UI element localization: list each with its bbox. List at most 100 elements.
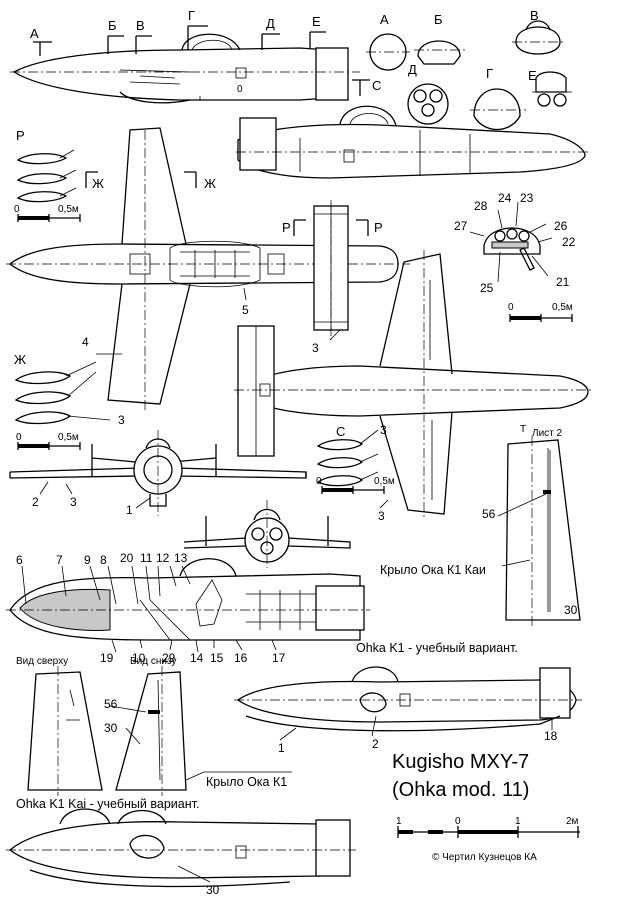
c11: 11 <box>140 551 153 565</box>
sec-s-top: С <box>372 78 381 93</box>
main-scale: 1 0 1 2м © Чертил Кузнецов КА <box>396 816 580 863</box>
c9: 9 <box>84 553 91 567</box>
c22: 22 <box>562 235 576 249</box>
c14: 14 <box>190 651 204 665</box>
scale-main-2: 2м <box>566 816 579 827</box>
c3-b: 3 <box>118 413 125 427</box>
c7: 7 <box>56 553 63 567</box>
side-view-top: 0 <box>10 33 360 104</box>
c4: 4 <box>82 335 89 349</box>
c1-b: 1 <box>126 503 133 517</box>
c30-b: 30 <box>104 721 118 735</box>
front-view-2 <box>183 500 351 568</box>
c2-a: 2 <box>372 737 379 751</box>
scale4-half: 0,5м <box>374 476 395 487</box>
wing-k1-kai: Т Лист 2 56 30 Крыло Ока К1 Каи <box>380 424 581 626</box>
k1-trainer-view: Ohka K1 - учебный вариант. 1 2 18 <box>234 641 582 755</box>
k1-kai-trainer-view: Ohka K1 Kai - учебный вариант. 30 <box>6 797 356 897</box>
view-top-caption: Вид сверху <box>16 656 68 667</box>
title-block: Kugisho MXY-7 (Ohka mod. 11) <box>392 751 529 801</box>
scale1-half: 0,5м <box>58 204 79 215</box>
c10: 10 <box>132 651 146 665</box>
k1-kai-caption: Ohka K1 Kai - учебный вариант. <box>16 797 199 811</box>
c1-a: 1 <box>278 741 285 755</box>
scale2-zero: 0 <box>508 302 514 313</box>
c26: 26 <box>554 219 568 233</box>
s-sections: С <box>316 424 379 487</box>
side-top-mark: 0 <box>237 84 243 95</box>
xsec-a-label: А <box>380 12 389 27</box>
wing-k1-caption: Крыло Ока К1 <box>206 775 287 789</box>
t-label: Т <box>520 424 526 435</box>
zh-label-1: Ж <box>92 176 104 191</box>
c17: 17 <box>272 651 286 665</box>
xsec-d-label: Д <box>408 62 417 77</box>
title-line2: (Ohka mod. 11) <box>392 779 529 801</box>
c6: 6 <box>16 553 23 567</box>
plan-view-left <box>6 127 410 410</box>
zh-label-2: Ж <box>204 176 216 191</box>
scale3-half: 0,5м <box>58 432 79 443</box>
cockpit-detail: 27 28 24 23 26 22 21 25 <box>454 191 576 295</box>
c5: 5 <box>242 303 249 317</box>
c30-a: 30 <box>564 603 578 617</box>
c20: 20 <box>120 551 134 565</box>
scale-main-0: 0 <box>455 816 461 827</box>
sec-a-top: А <box>30 26 39 41</box>
sec-b-top: Б <box>108 18 117 33</box>
r-label-mid1: Р <box>282 220 291 235</box>
s-label-2: С <box>336 424 345 439</box>
plan-view-right <box>234 250 592 520</box>
c23: 23 <box>520 191 534 205</box>
c18: 18 <box>544 729 558 743</box>
title-line1: Kugisho MXY-7 <box>392 751 529 773</box>
zh-sections: Ж <box>14 352 122 425</box>
sec-v-top: В <box>136 18 145 33</box>
side-view-2 <box>236 105 590 179</box>
sec-g-top: Г <box>188 8 195 23</box>
c3-d: 3 <box>378 509 385 523</box>
inboard-profile: 6 7 9 8 20 11 12 13 19 10 29 14 15 16 17 <box>6 551 370 665</box>
sec-d-top: Д <box>266 16 275 31</box>
c28: 28 <box>474 199 488 213</box>
c56-b: 56 <box>104 697 118 711</box>
sec-e-top: Е <box>312 14 321 29</box>
c8: 8 <box>100 553 107 567</box>
c24: 24 <box>498 191 512 205</box>
credit: © Чертил Кузнецов КА <box>432 852 537 863</box>
scale3-zero: 0 <box>16 432 22 443</box>
xsec-e-label: Е <box>528 68 537 83</box>
zh-label-3: Ж <box>14 352 26 367</box>
cross-sections: А Б В Д Г Е <box>366 8 572 130</box>
scale1-zero: 0 <box>14 204 20 215</box>
front-view-1 <box>9 430 307 516</box>
r-label-mid2: Р <box>374 220 383 235</box>
c15: 15 <box>210 651 224 665</box>
c29: 29 <box>162 651 176 665</box>
view-bottom-caption: Вид снизу <box>130 656 176 667</box>
scale-bar-2: 0 0,5м <box>508 302 573 322</box>
c19: 19 <box>100 651 114 665</box>
k1-trainer-caption: Ohka K1 - учебный вариант. <box>356 641 518 655</box>
wing-views-bottom-left: Вид сверху Вид снизу 56 30 Крыло Ока К1 <box>16 656 292 796</box>
misc-callouts: 5 3 4 3 2 3 1 3 3 <box>32 287 389 523</box>
c56-a: 56 <box>482 507 496 521</box>
r-label-left: Р <box>16 128 25 143</box>
c3-c: 3 <box>70 495 77 509</box>
sheet-label: Лист 2 <box>532 428 563 439</box>
c25: 25 <box>480 281 494 295</box>
c2-b: 2 <box>32 495 39 509</box>
section-marks-top: А Б В Г Д Е С <box>30 8 381 96</box>
c21: 21 <box>556 275 570 289</box>
wing-k1-kai-caption: Крыло Ока К1 Каи <box>380 563 486 577</box>
c3-e: 3 <box>380 423 387 437</box>
c16: 16 <box>234 651 248 665</box>
xsec-b-label: Б <box>434 12 443 27</box>
c13: 13 <box>174 551 188 565</box>
c27: 27 <box>454 219 468 233</box>
c12: 12 <box>156 551 170 565</box>
xsec-v-label: В <box>530 8 539 23</box>
c3-a: 3 <box>312 341 319 355</box>
